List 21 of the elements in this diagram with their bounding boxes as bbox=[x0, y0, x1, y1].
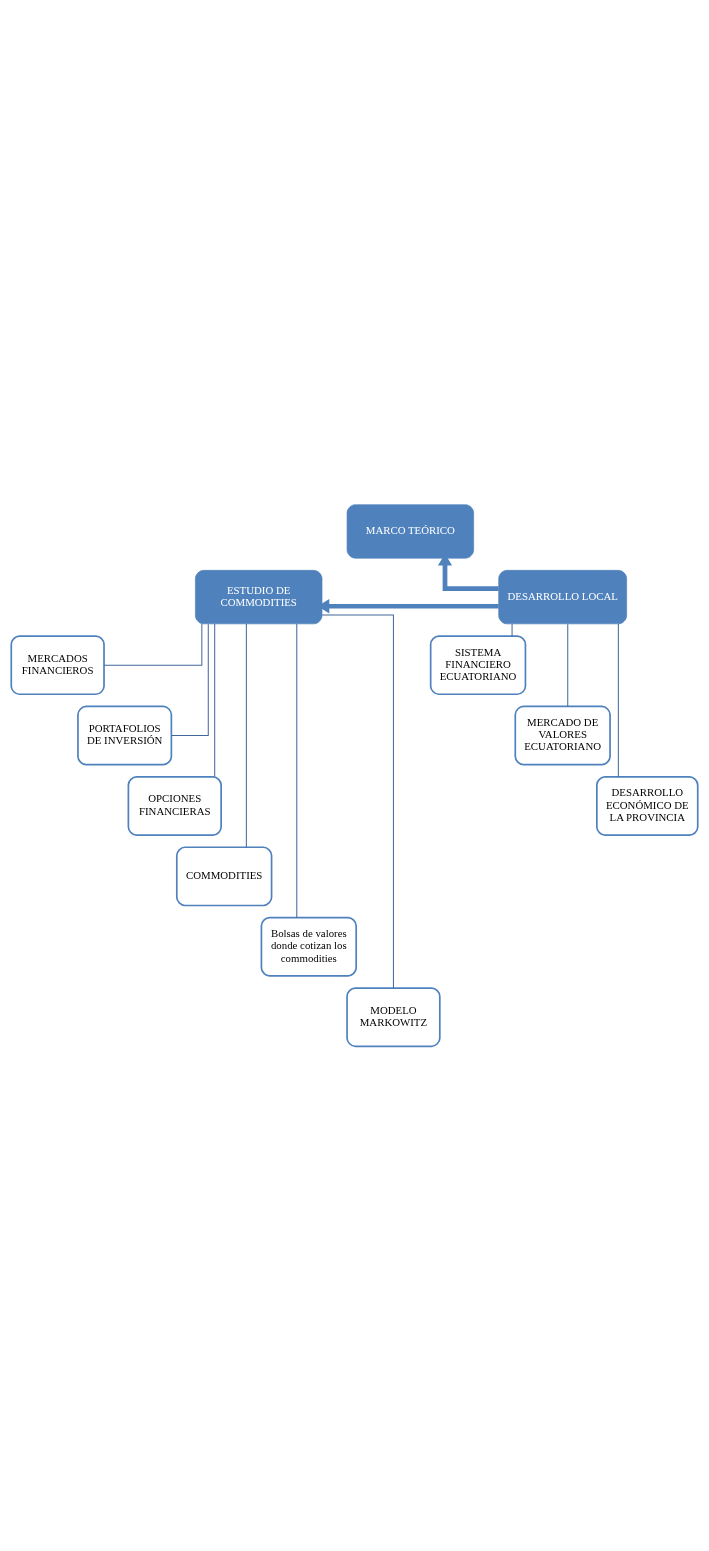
node-box: MODELO MARKOWITZ bbox=[346, 987, 441, 1048]
node-box: PORTAFOLIOS DE INVERSIÓN bbox=[77, 705, 173, 766]
node-box: DESARROLLO LOCAL bbox=[498, 570, 627, 625]
node-box: DESARROLLO ECONÓMICO DE LA PROVINCIA bbox=[596, 776, 699, 836]
node-box: ESTUDIO DE COMMODITIES bbox=[195, 570, 323, 625]
connector bbox=[567, 623, 569, 707]
connector bbox=[296, 623, 298, 919]
node-box: OPCIONES FINANCIERAS bbox=[127, 776, 222, 836]
node-box: SISTEMA FINANCIERO ECUATORIANO bbox=[429, 635, 527, 696]
connector bbox=[511, 623, 513, 637]
node-box: MERCADOS FINANCIEROS bbox=[10, 635, 105, 696]
node-box: COMMODITIES bbox=[175, 846, 273, 907]
connector bbox=[171, 623, 209, 737]
connector bbox=[245, 623, 247, 848]
connector bbox=[617, 623, 619, 778]
node-box: MERCADO DE VALORES ECUATORIANO bbox=[514, 705, 611, 766]
node-box: MARCO TEÓRICO bbox=[346, 504, 474, 559]
node-box: Bolsas de valores donde cotizan los commodities bbox=[260, 916, 358, 977]
connector bbox=[103, 623, 203, 666]
connector bbox=[214, 623, 216, 778]
connector bbox=[321, 614, 394, 989]
